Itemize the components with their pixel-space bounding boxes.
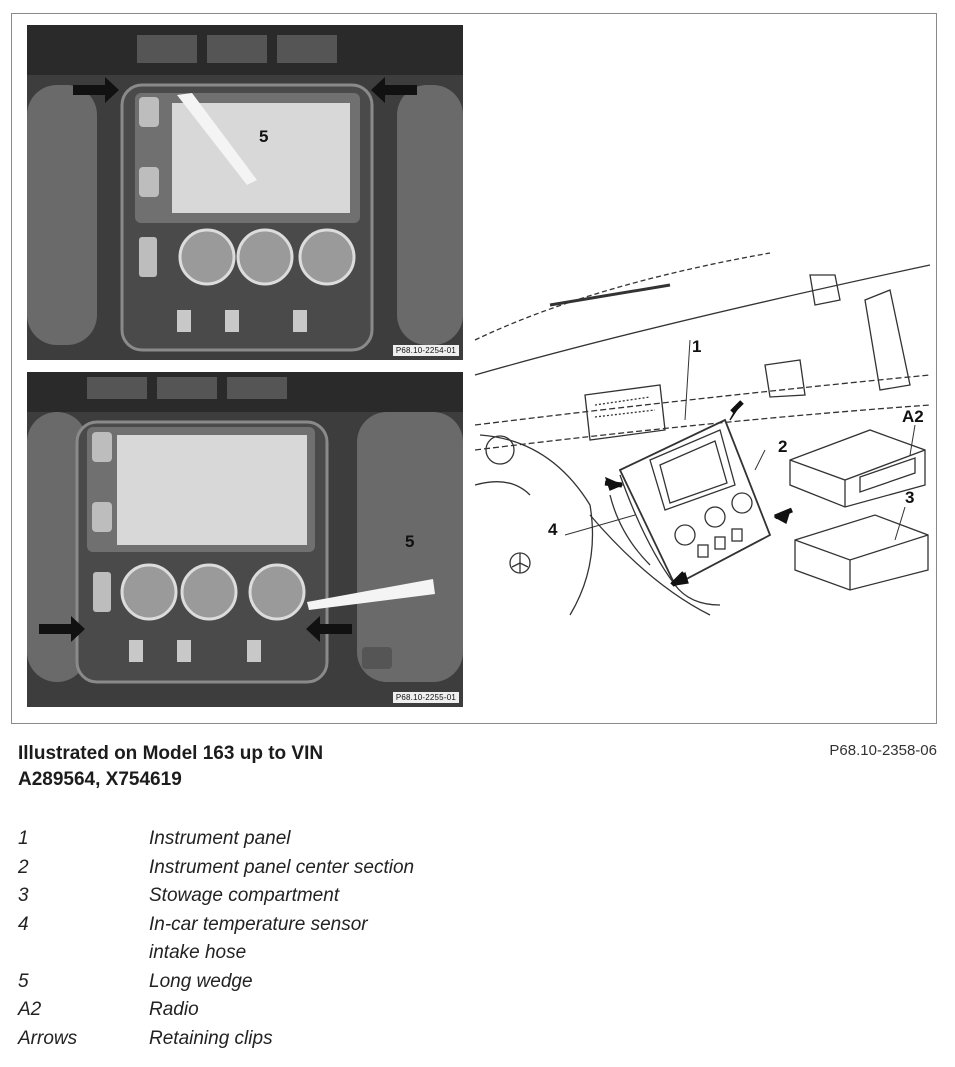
legend-key: 1 <box>18 828 29 849</box>
legend-item: 3 Stowage compartment <box>18 882 618 911</box>
legend-key: 3 <box>18 885 29 906</box>
legend-value: Instrument panel <box>149 828 291 849</box>
diagram-label-a2: A2 <box>902 407 924 426</box>
exploded-diagram-drawing <box>474 252 931 616</box>
legend-value: Radio <box>149 999 199 1020</box>
figure-caption: Illustrated on Model 163 up to VIN A2895… <box>18 741 323 793</box>
photo-bottom-label: 5 <box>405 532 415 551</box>
legend-item: 4 In-car temperature sensor <box>18 911 618 940</box>
legend-key: A2 <box>18 999 42 1020</box>
legend-value: Stowage compartment <box>149 885 340 906</box>
caption-line-2: A289564, X754619 <box>18 769 182 790</box>
legend-value: In-car temperature sensor <box>149 913 368 935</box>
diagram-label-2: 2 <box>778 437 788 456</box>
diagram-label-3: 3 <box>905 488 915 507</box>
legend-item: 2 Instrument panel center section <box>18 854 618 883</box>
legend: 1 Instrument panel 2 Instrument panel ce… <box>18 825 618 1053</box>
diagram-label-4: 4 <box>548 520 558 539</box>
caption-line-1: Illustrated on Model 163 up to VIN <box>18 743 324 764</box>
photo-bottom: 5 P68.10-2255-01 <box>27 372 463 707</box>
photo-top-code: P68.10-2254-01 <box>392 345 459 356</box>
legend-item: 1 Instrument panel <box>18 825 618 854</box>
legend-value: Long wedge <box>149 970 253 992</box>
legend-value: Instrument panel center section <box>149 856 415 878</box>
diagram-label-1: 1 <box>692 337 702 356</box>
legend-key: Arrows <box>18 1027 78 1049</box>
photo-bottom-code: P68.10-2255-01 <box>392 692 459 703</box>
photo-top-label: 5 <box>259 127 269 146</box>
legend-item: A2 Radio <box>18 996 618 1025</box>
photo-bottom-image <box>27 372 463 707</box>
figure-code: P68.10-2358-06 <box>829 742 937 759</box>
legend-value-continuation: intake hose <box>149 942 247 963</box>
legend-item: 5 Long wedge <box>18 968 618 997</box>
legend-value: Retaining clips <box>149 1027 273 1049</box>
exploded-diagram: 1 2 3 4 A2 <box>470 245 936 625</box>
legend-key: 2 <box>18 856 29 878</box>
legend-key: 5 <box>18 970 29 992</box>
legend-item: Arrows Retaining clips <box>18 1025 618 1054</box>
photo-top: 5 P68.10-2254-01 <box>27 25 463 360</box>
photo-top-image <box>27 25 463 360</box>
legend-key: 4 <box>18 913 29 935</box>
